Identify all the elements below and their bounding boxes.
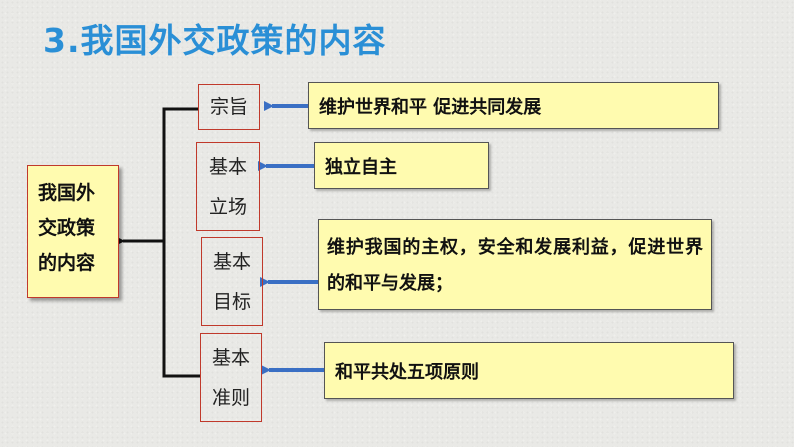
content-purpose: 维护世界和平 促进共同发展 (308, 82, 719, 129)
category-position: 基本立场 (196, 142, 260, 231)
center-node: 我国外交政策的内容 (27, 165, 119, 298)
page-title: 3.我国外交政策的内容 (43, 21, 387, 60)
category-principle: 基本准则 (200, 333, 262, 422)
content-principle: 和平共处五项原则 (324, 342, 734, 399)
content-goal: 维护我国的主权，安全和发展利益，促进世界的和平与发展； (318, 219, 712, 310)
content-position: 独立自主 (314, 142, 489, 189)
category-goal: 基本目标 (201, 237, 263, 326)
category-purpose: 宗旨 (198, 84, 260, 130)
bracket-line (162, 107, 200, 378)
